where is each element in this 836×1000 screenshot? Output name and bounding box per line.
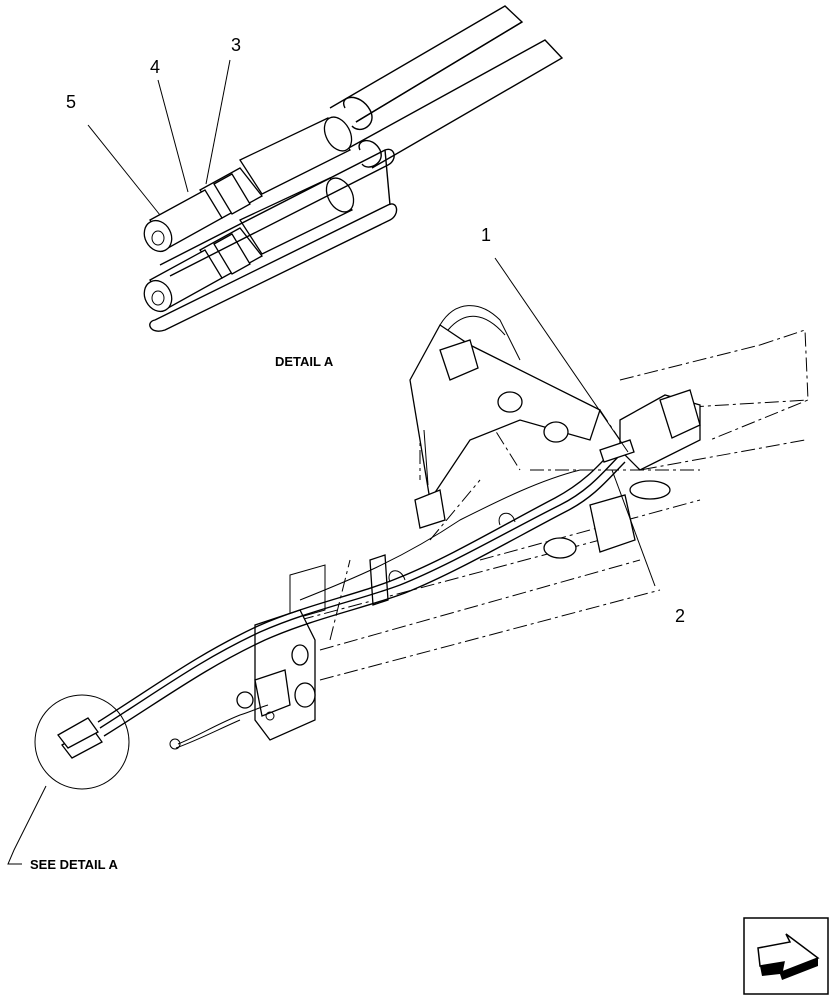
- callout-1: 1: [481, 225, 491, 245]
- callout-5: 5: [66, 92, 76, 112]
- detail-a-title: DETAIL A: [275, 354, 334, 369]
- next-page-arrow-icon[interactable]: [743, 917, 829, 995]
- hydraulic-hose-routing: [57, 439, 635, 759]
- callout-2: 2: [675, 606, 685, 626]
- main-leaders: [494, 257, 656, 587]
- detail-a-leaders: [87, 59, 231, 216]
- callout-4: 4: [150, 57, 160, 77]
- detail-a-callout-circle: [7, 694, 130, 865]
- see-detail-a-label: SEE DETAIL A: [30, 857, 118, 872]
- hitch-frame-illustration: [169, 305, 809, 750]
- detail-a-illustration: [143, 5, 564, 332]
- callout-3: 3: [231, 35, 241, 55]
